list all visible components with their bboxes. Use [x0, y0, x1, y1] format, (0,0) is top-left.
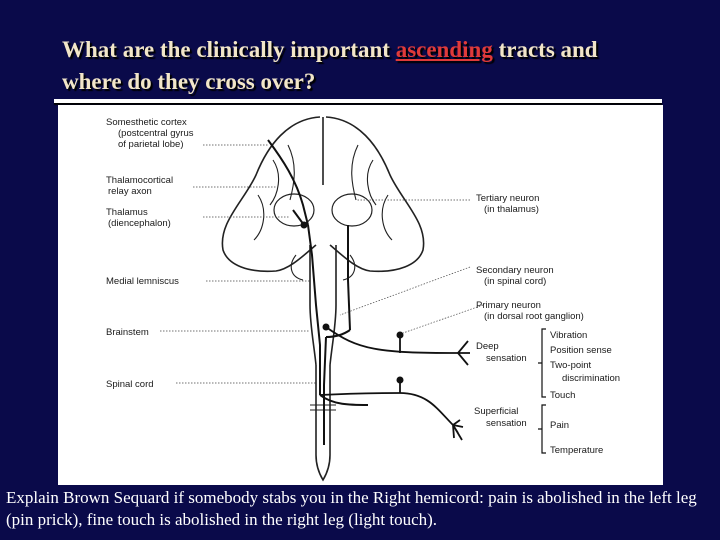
label-two-point: Two-point [550, 360, 592, 371]
label-deep: Deep [476, 341, 499, 352]
peripheral-nerves [319, 326, 470, 441]
label-secondary-neuron: Secondary neuron [476, 265, 554, 276]
title-suffix: tracts and where do they cross over? [62, 37, 598, 94]
label-discrimination: discrimination [562, 373, 620, 384]
label-somesthetic-cortex: Somesthetic cortex [106, 117, 187, 128]
label-in-thalamus: (in thalamus) [484, 204, 539, 215]
diagram-svg: Somesthetic cortex (postcentral gyrus of… [106, 116, 620, 482]
label-vibration: Vibration [550, 330, 587, 341]
label-superficial-sensation: sensation [486, 418, 527, 429]
label-thalamocortical: Thalamocortical [106, 175, 173, 186]
title-divider [54, 99, 662, 103]
label-position-sense: Position sense [550, 345, 612, 356]
label-touch: Touch [550, 390, 575, 401]
label-thalamus: Thalamus [106, 207, 148, 218]
label-parietal-lobe: of parietal lobe) [118, 139, 183, 150]
label-diencephalon: (diencephalon) [108, 218, 171, 229]
slide-title: What are the clinically important ascend… [62, 34, 662, 98]
label-relay-axon: relay axon [108, 186, 152, 197]
label-pain: Pain [550, 420, 569, 431]
title-prefix: What are the clinically important [62, 37, 396, 62]
label-postcentral-gyrus: (postcentral gyrus [118, 128, 194, 139]
label-superficial: Superficial [474, 406, 518, 417]
label-in-spinal-cord: (in spinal cord) [484, 276, 546, 287]
slide-caption: Explain Brown Sequard if somebody stabs … [6, 488, 697, 529]
modality-brackets [538, 328, 546, 454]
label-tertiary-neuron: Tertiary neuron [476, 193, 539, 204]
title-highlight-ascending: ascending [395, 37, 493, 62]
ascending-tracts-diagram: Somesthetic cortex (postcentral gyrus of… [58, 105, 663, 485]
tertiary-neuron-body [300, 221, 308, 229]
label-brainstem: Brainstem [106, 327, 149, 338]
label-leader-lines [160, 144, 484, 384]
label-temperature: Temperature [550, 445, 603, 456]
label-dorsal-root-ganglion: (in dorsal root ganglion) [484, 311, 584, 322]
label-spinal-cord: Spinal cord [106, 379, 154, 390]
ascending-tract-lines [267, 139, 369, 445]
label-medial-lemniscus: Medial lemniscus [106, 276, 179, 287]
label-primary-neuron: Primary neuron [476, 300, 541, 311]
label-deep-sensation: sensation [486, 353, 527, 364]
